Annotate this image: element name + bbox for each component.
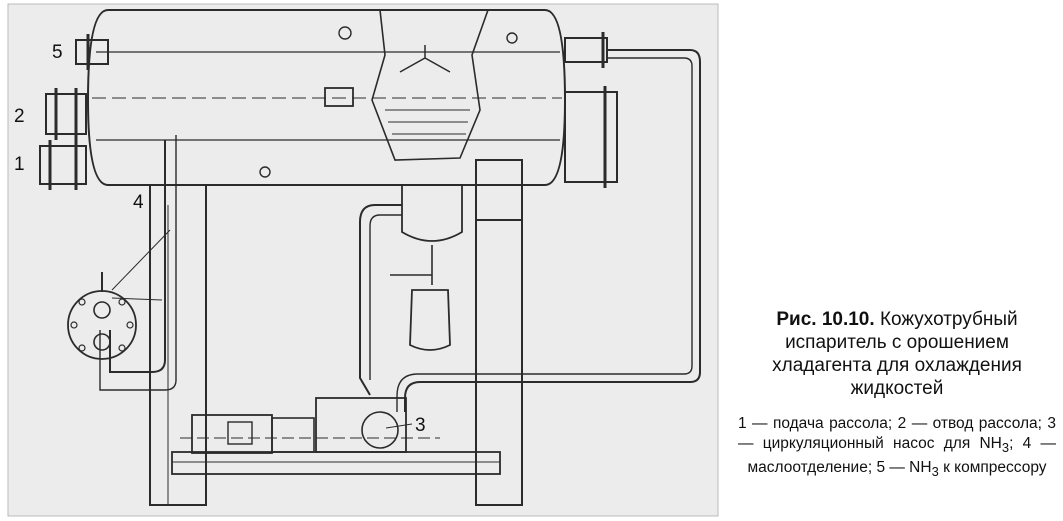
figure-caption: Рис. 10.10. Кожухотрубный испаритель с о… <box>738 308 1056 482</box>
legend-sub-1: 3 <box>1001 440 1010 456</box>
top-port <box>338 26 352 40</box>
flange-2 <box>45 93 87 135</box>
bolt-5 <box>78 344 86 352</box>
evaporator-diagram: 5 2 1 4 3 <box>7 3 719 517</box>
flange-right-bottom <box>564 91 618 183</box>
label-2: 2 <box>14 106 25 127</box>
oil-separator-pipe-inner <box>99 135 177 391</box>
right-top-port <box>506 32 518 44</box>
bottom-port <box>259 166 271 178</box>
nh3-outlet-pipe-inner <box>396 57 693 412</box>
cutaway-section <box>371 9 489 161</box>
pump-leader <box>385 423 413 429</box>
suction-pipe <box>359 204 402 396</box>
bolt-1 <box>70 321 78 329</box>
legend-part-2: ; 4 — маслоотделение; 5 — NH <box>747 435 1056 477</box>
label-5: 5 <box>52 42 63 63</box>
label-4: 4 <box>133 192 144 213</box>
motor-cap <box>227 421 253 445</box>
caption-number: Рис. 10.10. <box>776 309 875 330</box>
valve-hub-bottom <box>93 333 111 351</box>
legend-part-1: 1 — подача рассола; 2 — отвод рассола; 3… <box>738 415 1056 452</box>
diagram-background <box>7 3 719 517</box>
label-1: 1 <box>14 154 25 175</box>
coupling <box>271 417 315 453</box>
caption-legend: 1 — подача рассола; 2 — отвод рассола; 3… <box>738 414 1056 482</box>
oil-leader <box>111 229 171 291</box>
bolt-2 <box>126 321 134 329</box>
legend-part-3: к компрессору <box>938 459 1047 477</box>
suction-pipe-inner <box>369 214 402 380</box>
legend-sub-2: 3 <box>931 464 939 480</box>
label-3: 3 <box>415 415 426 436</box>
flange-5 <box>75 39 109 65</box>
caption-title: Рис. 10.10. Кожухотрубный испаритель с о… <box>738 308 1056 400</box>
oil-leader-b <box>111 297 163 301</box>
right-support-top <box>475 159 523 221</box>
caption-text: Кожухотрубный испаритель с орошением хла… <box>772 309 1022 399</box>
bolt-4 <box>118 298 126 306</box>
nh3-outlet-pipe <box>404 49 701 412</box>
receiver-vessel <box>401 184 463 242</box>
nameplate <box>324 87 354 107</box>
pump-volute <box>361 411 399 449</box>
valve-hub-top <box>93 301 111 319</box>
oil-separator-pipe <box>109 140 166 373</box>
bolt-3 <box>78 298 86 306</box>
evaporator-shell <box>86 9 567 186</box>
spray-nozzle <box>399 45 451 73</box>
float-chamber <box>409 289 451 351</box>
flange-1 <box>39 145 87 185</box>
bolt-6 <box>118 344 126 352</box>
left-support <box>149 184 207 506</box>
